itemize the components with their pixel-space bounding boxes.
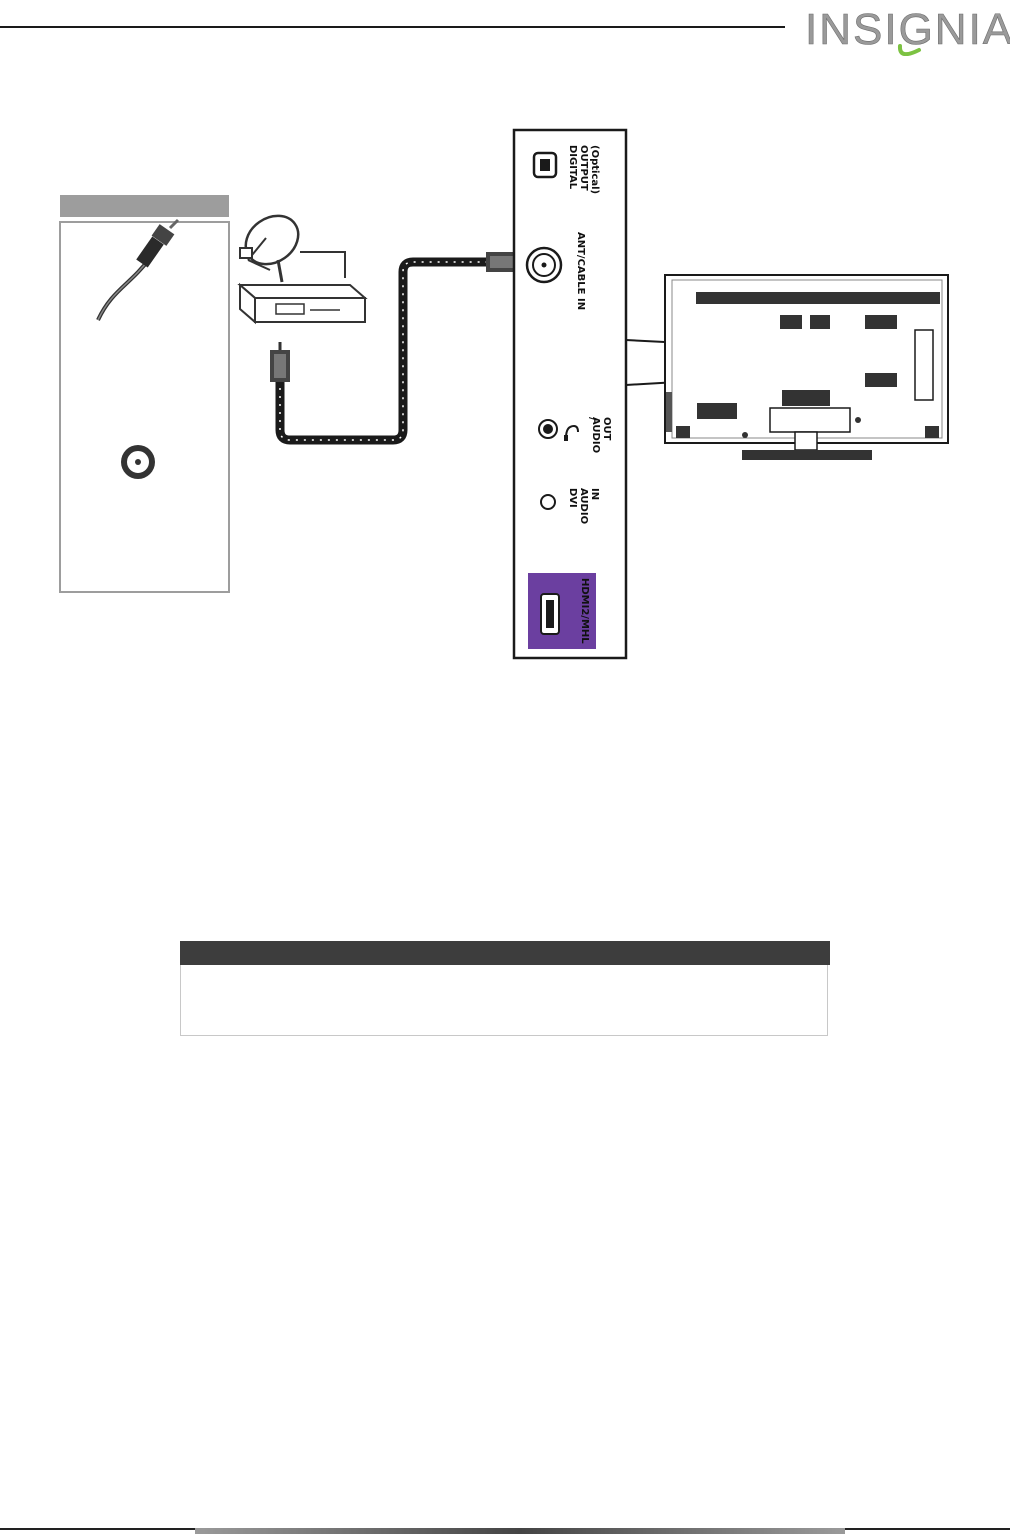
svg-text:DIGITAL OUTPUT (Op: DIGITAL OUTPUT (Optical) [567, 145, 600, 194]
connector-legend [59, 195, 230, 593]
svg-text:DVI AUDIO IN: DVI AUDIO IN [567, 488, 600, 528]
svg-text:HDMI2/MHL: HDMI2/MHL [579, 578, 590, 644]
connection-diagram: DIGITAL OUTPUT (Optical) ANT/CABLE IN / … [59, 128, 949, 660]
tv-rear-panel: DIGITAL OUTPUT (Optical) ANT/CABLE IN / … [512, 128, 628, 660]
footer-shade [195, 1528, 845, 1534]
tv-rear-icon [664, 274, 949, 460]
svg-text:ANT/CABLE IN: ANT/CABLE IN [575, 232, 586, 310]
cable-box-icon [237, 282, 368, 325]
brand-name: INSIGNIA [805, 5, 1010, 54]
headphone-icon [564, 424, 579, 441]
insignia-logo: INSIGNIA [805, 5, 1010, 56]
dvi-audio-jack-icon [540, 494, 556, 510]
header-rule [0, 26, 785, 28]
coaxial-plug-icon [96, 218, 180, 321]
svg-text:/ AUDIO OUT: / AUDIO OUT [587, 417, 612, 457]
coaxial-cable [270, 252, 518, 445]
note-header-bar [180, 941, 830, 965]
note-box [180, 941, 830, 1036]
satellite-dish-icon [239, 214, 346, 283]
coaxial-jack-icon [121, 445, 155, 479]
